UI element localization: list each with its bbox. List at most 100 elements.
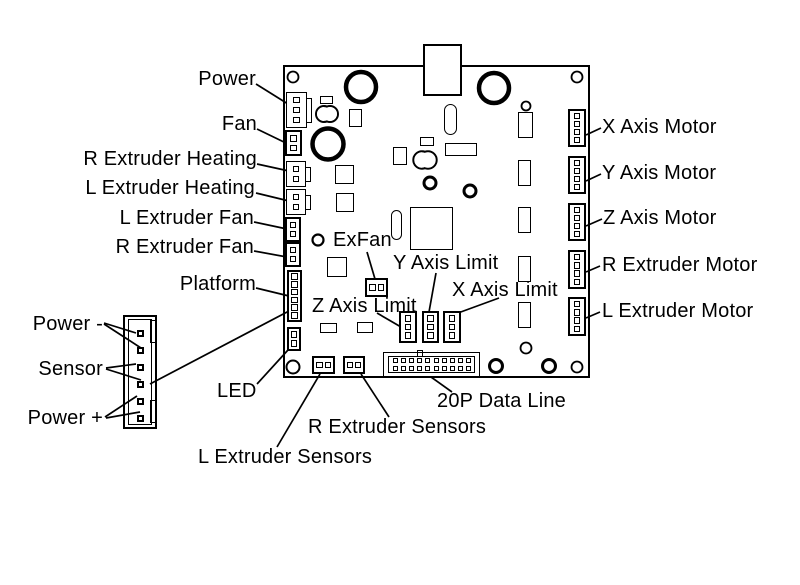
main-chip [410,207,453,250]
connector-pin [290,144,297,151]
power-plug-outer-shell [123,315,157,429]
crystal-oscillator [412,150,438,170]
label-l-extruder-motor: L Extruder Motor [602,300,754,322]
y-axis-limit-connector [422,311,439,343]
label-exfan: ExFan [333,229,392,251]
smd-component [320,96,333,104]
connector-pin [137,415,144,422]
x-axis-limit-connector [443,311,461,343]
power-connector [286,92,307,128]
connector-pin [137,347,144,354]
connector-pin [354,361,362,369]
connector-pin [458,358,464,363]
connector-pin [289,221,297,229]
connector-pin [425,358,431,363]
smd-component [327,257,347,277]
connector-pin [427,315,434,322]
connector-pin [137,330,144,337]
l-extruder-heating-latch [305,195,311,210]
connector-pin [427,332,434,339]
mounting-hole [570,70,584,84]
round-component [462,183,478,199]
mounting-hole [285,359,301,375]
connector-pin [573,230,581,238]
connector-pin [392,358,398,363]
connector-pin [289,255,297,263]
connector-pin [400,358,406,363]
label-r-extruder-fan: R Extruder Fan [115,236,254,258]
r-extruder-heating-connector [286,161,306,187]
connector-pin [392,366,398,371]
capsule-component [444,104,457,135]
connector-pin [417,358,423,363]
connector-pin [137,398,144,405]
r-extruder-sensor-connector [343,356,365,374]
connector-pin [404,332,412,339]
connector-pin [441,358,447,363]
connector-pin [137,381,144,388]
label-z-axis-motor: Z Axis Motor [603,207,717,229]
round-component [422,175,438,191]
connector-pin [289,246,297,254]
r-extruder-heating-latch [305,167,311,182]
connector-pin [449,358,455,363]
transistor-lead [520,100,532,112]
label-power: Power [198,68,256,90]
connector-pin [466,366,472,371]
connector-pin [573,175,581,183]
connector-pin [400,366,406,371]
connector-pin [291,288,298,296]
connector-pin [293,96,300,104]
capacitor [476,70,512,106]
connector-pin [573,128,581,136]
connector-pin [573,120,581,128]
connector-pin [417,366,423,371]
smd-component [349,109,362,127]
z-axis-motor-connector [568,203,586,241]
connector-pin [137,364,144,371]
label-z-axis-limit: Z Axis Limit [312,295,417,317]
connector-pin [573,278,581,286]
mounting-hole [519,341,533,355]
connector-pin [369,284,376,291]
label-y-axis-limit: Y Axis Limit [393,252,499,274]
connector-pin [291,296,298,304]
power-plug-tab [150,320,157,343]
label-r-extruder-sensors: R Extruder Sensors [308,416,487,438]
label-20p-data-line: 20P Data Line [437,390,566,412]
connector-pin [316,361,323,369]
connector-pin [573,270,581,277]
r-extruder-fan-connector [285,242,301,267]
connector-pin [289,230,297,238]
connector-pin [573,159,581,167]
usb-connector [423,44,462,96]
smd-component [336,193,354,212]
smd-component [420,137,434,146]
connector-pin [433,358,439,363]
connector-pin [466,358,472,363]
connector-pin [573,206,581,214]
smd-component [320,323,337,333]
label-x-axis-motor: X Axis Motor [602,116,717,138]
connector-pin [425,366,431,371]
smd-component [335,165,354,184]
label-l-extruder-fan: L Extruder Fan [119,207,254,229]
smd-component [393,147,407,165]
exfan-connector [365,278,388,297]
connector-pin [448,323,456,331]
l-extruder-heating-connector [286,189,306,215]
x-axis-motor-connector [568,109,586,147]
data-line-pins [391,358,473,371]
power-plug-pins [137,330,144,422]
connector-pin [573,167,581,175]
l-extruder-motor-connector [568,297,586,336]
y-axis-motor-connector [568,156,586,194]
connector-pin [404,323,412,331]
l-extruder-fan-connector [285,217,301,242]
capsule-component [391,210,402,240]
connector-pin [290,331,298,338]
connector-pin [346,361,354,369]
power-plug-connector [123,315,157,429]
connector-pin [573,300,581,308]
